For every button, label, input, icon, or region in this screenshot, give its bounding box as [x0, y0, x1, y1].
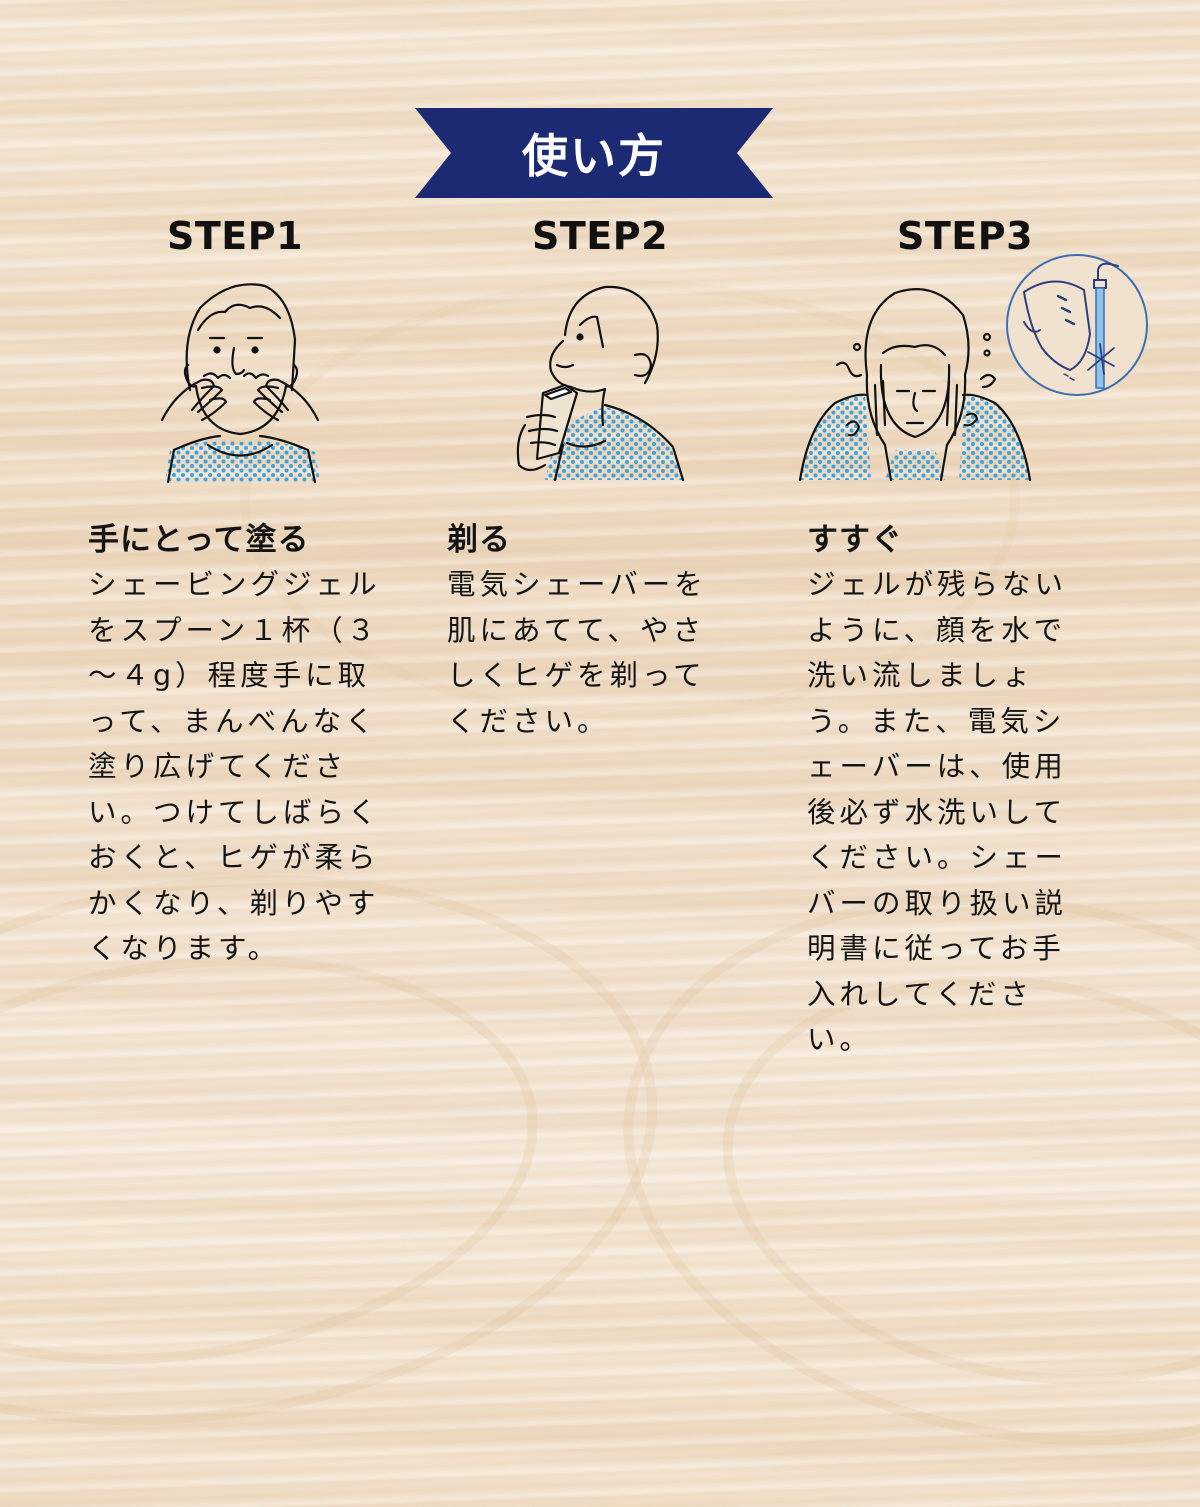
step1-body: シェービングジェル をスプーン１杯（３ ～４g）程度手に取 って、まんべんなく … — [88, 568, 381, 965]
step2-heading: STEP2 — [531, 214, 669, 258]
man-applying-gel-icon — [140, 270, 340, 489]
step3-description: すすぐ ジェルが残らない ように、顔を水で 洗い流しましょ う。また、電気シ ェ… — [807, 518, 1107, 1063]
step1-heading: STEP1 — [166, 214, 304, 258]
wood-grain — [0, 911, 565, 1409]
step1-subtitle: 手にとって塗る — [88, 522, 310, 558]
title-banner: 使い方 — [415, 108, 773, 198]
man-shaving-icon — [485, 275, 695, 489]
step3-body: ジェルが残らない ように、顔を水で 洗い流しましょ う。また、電気シ ェーバーは… — [807, 568, 1068, 1056]
page-title: 使い方 — [522, 129, 666, 183]
shaver-under-faucet-icon — [1004, 252, 1150, 402]
step2-description: 剃る 電気シェーバーを 肌にあてて、やさ しくヒゲを剃って ください。 — [447, 518, 747, 744]
step3-subtitle: すすぐ — [807, 522, 903, 558]
step1-description: 手にとって塗る シェービングジェル をスプーン１杯（３ ～４g）程度手に取 って… — [88, 518, 388, 972]
man-rinsing-face-icon — [795, 275, 1035, 489]
step2-subtitle: 剃る — [447, 522, 511, 558]
ribbon-shape — [415, 108, 773, 198]
step2-body: 電気シェーバーを 肌にあてて、やさ しくヒゲを剃って ください。 — [447, 568, 707, 738]
step3-heading: STEP3 — [896, 214, 1034, 258]
